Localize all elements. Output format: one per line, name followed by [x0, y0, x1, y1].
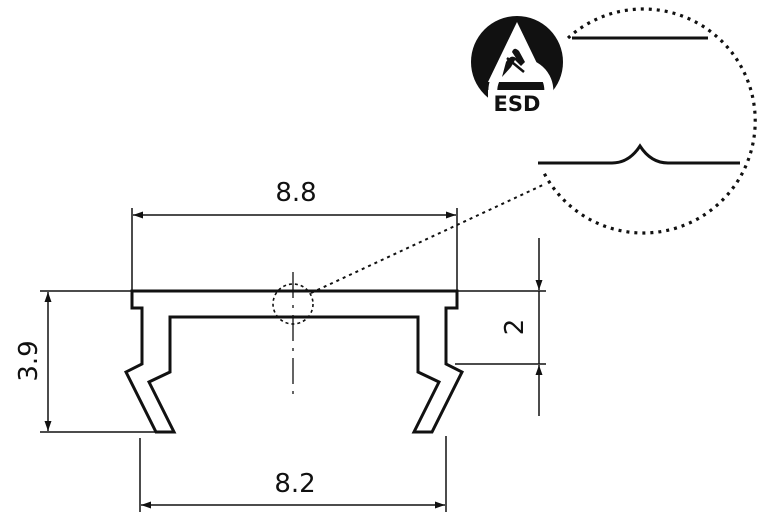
detail-view [538, 7, 757, 235]
height-label: 3.9 [14, 340, 44, 381]
detail-leader-line [310, 183, 546, 294]
dimension-top-width: 8.8 [131, 178, 458, 290]
esd-label: ESD [494, 92, 541, 116]
bottom-width-label: 8.2 [274, 469, 315, 499]
detail-marker-circle [272, 283, 314, 325]
detail-bottom-edge [538, 143, 740, 165]
dimension-clip-height: 2 [455, 238, 546, 416]
detail-view-circle [541, 7, 757, 235]
dimension-bottom-width: 8.2 [139, 436, 447, 512]
esd-symbol: ESD [471, 16, 563, 124]
dimension-height: 3.9 [14, 290, 155, 433]
top-width-label: 8.8 [275, 178, 316, 208]
profile-outline [123, 289, 465, 434]
clip-height-label: 2 [500, 319, 530, 336]
